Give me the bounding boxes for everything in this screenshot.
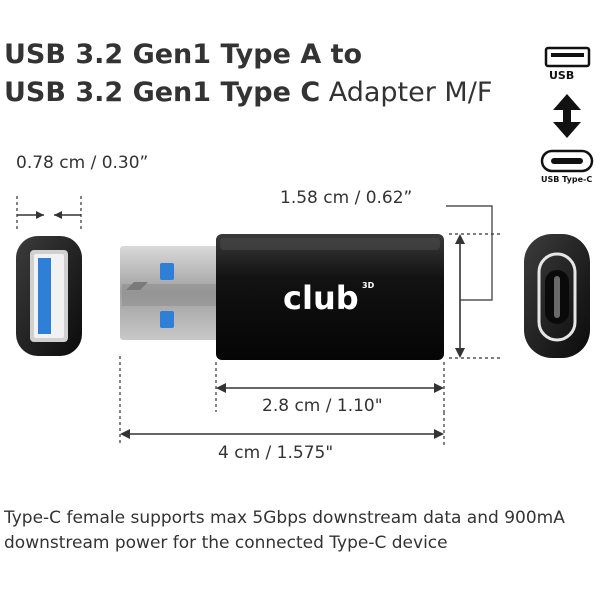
total-length-label: 4 cm / 1.575" <box>218 443 334 463</box>
usb-c-port-end-view <box>524 234 590 358</box>
title-line1: USB 3.2 Gen1 Type A to <box>4 39 363 70</box>
legend-usbc-label: USB Type-C <box>541 175 593 184</box>
title-line2-bold: USB 3.2 Gen1 Type C <box>4 77 321 108</box>
legend-up-down-arrow-icon <box>553 94 581 138</box>
height-dimension <box>446 205 500 359</box>
legend-usb-c-icon <box>540 149 594 173</box>
usb-a-width-label: 0.78 cm / 0.30” <box>16 153 149 173</box>
product-title: USB 3.2 Gen1 Type A to USB 3.2 Gen1 Type… <box>4 36 492 112</box>
usb-a-plug-side-view <box>120 246 222 340</box>
logo-text: club <box>283 279 359 317</box>
body-length-label: 2.8 cm / 1.10" <box>262 396 383 416</box>
legend-usb-label: USB <box>549 69 575 82</box>
product-description: Type-C female supports max 5Gbps downstr… <box>4 508 565 553</box>
usb-a-port-end-view <box>16 236 82 356</box>
logo-superscript: 3D <box>362 281 375 290</box>
total-length-dimension <box>119 356 445 446</box>
club3d-logo: club 3D <box>283 279 375 317</box>
height-label: 1.58 cm / 0.62” <box>280 188 413 208</box>
title-line2-light: Adapter M/F <box>328 77 493 108</box>
adapter-body-side-view <box>216 234 444 360</box>
usb-a-width-dimension <box>16 196 82 230</box>
legend-usb-a-icon <box>544 46 591 68</box>
body-length-dimension <box>215 362 445 412</box>
